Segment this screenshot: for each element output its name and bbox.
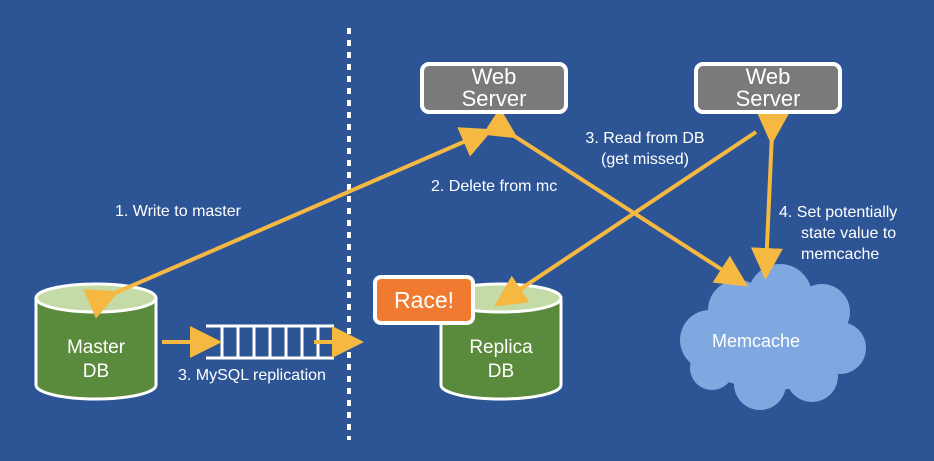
race-badge: Race! (373, 275, 475, 325)
master-db-label: Master DB (66, 337, 126, 382)
edge-label-delete-from-mc: 2. Delete from mc (431, 178, 558, 195)
set-value-line2: state value to (801, 225, 897, 242)
set-value-line3: memcache (801, 246, 880, 263)
read-from-db-line2: (get missed) (600, 151, 690, 168)
edge-label-mysql-replication: 3. MySQL replication (178, 367, 326, 384)
memcache-label: Memcache (712, 331, 801, 351)
arrow-write-to-master (83, 127, 494, 319)
set-value-line1: 4. Set potentially (779, 204, 898, 221)
edge-label-write-to-master: 1. Write to master (115, 203, 241, 220)
arrow-delete-from-mc (482, 107, 749, 287)
replica-db-label: Replica DB (469, 337, 533, 382)
arrow-read-from-db (494, 130, 758, 307)
replication-queue (206, 324, 334, 360)
memcache-cloud (680, 264, 866, 410)
edge-label-set-value: 4. Set potentially state value to memcac… (779, 202, 897, 265)
web-server-2-label: Web Server (735, 64, 801, 111)
web-server-2: Web Server (694, 62, 842, 114)
arrow-set-memcache (750, 112, 789, 280)
web-server-1-label: Web Server (461, 64, 527, 111)
read-from-db-line1: 3. Read from DB (585, 130, 705, 147)
edge-label-read-from-db: 3. Read from DB (get missed) (570, 128, 720, 170)
web-server-1: Web Server (420, 62, 568, 114)
